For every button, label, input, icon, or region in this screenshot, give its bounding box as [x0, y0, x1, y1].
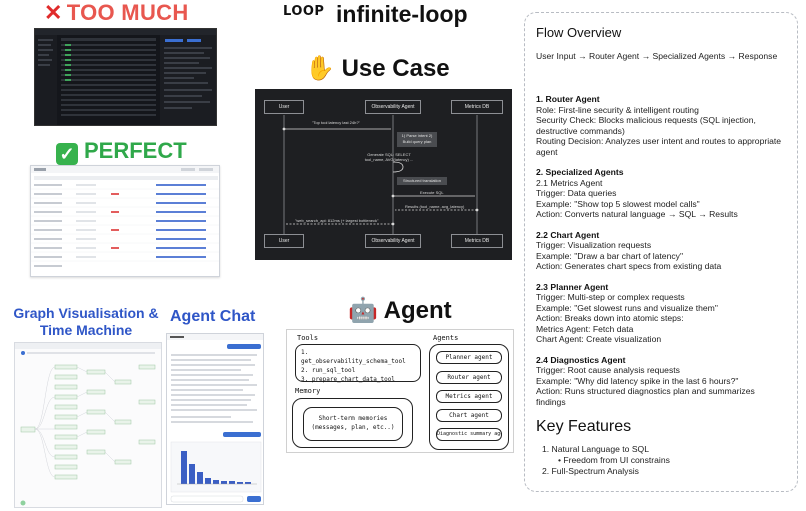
section-router-agent: 1. Router Agent Role: First-line securit…: [536, 94, 782, 157]
section-specialized-agents: 2. Specialized Agents 2.1 Metrics Agent …: [536, 167, 738, 219]
too-much-heading: ✕TOO MUCH: [44, 0, 189, 25]
message-execute-sql: Execute SQL: [420, 190, 444, 195]
key-features-list: 1. Natural Language to SQL • Freedom fro…: [536, 444, 786, 477]
agent-planner: Planner agent: [436, 351, 502, 364]
robot-icon: 🤖: [348, 297, 378, 324]
sequence-diagram: User Observability Agent Metrics DB "Top…: [255, 89, 512, 260]
note-structured-translation: Structured translation: [397, 177, 447, 185]
perfect-heading: ✓PERFECT: [56, 138, 187, 165]
agent-chart: Chart agent: [436, 409, 502, 422]
use-case-heading: ✋ Use Case: [305, 55, 450, 82]
graph-thumbnail: [15, 343, 161, 506]
graph-heading: Graph Visualisation & Time Machine: [13, 305, 159, 338]
flow-overview-title: Flow Overview: [536, 25, 622, 40]
tool-item: 2. run_sql_tool: [301, 367, 356, 374]
key-feature-item: 1. Natural Language to SQL: [542, 444, 650, 454]
agent-chat-screenshot: [166, 333, 264, 505]
key-features-title: Key Features: [536, 418, 632, 435]
memory-label: Memory: [295, 387, 321, 395]
tools-box: 1. get_observability_schema_tool 2. run_…: [295, 344, 421, 383]
check-icon: ✓: [56, 143, 78, 165]
agents-box: Planner agent Router agent Metrics agent…: [429, 344, 509, 450]
agent-diagnostic-summary: Diagnostic summary agent: [436, 428, 502, 441]
key-feature-subitem: • Freedom from UI constrains: [558, 455, 670, 465]
flow-summary: User Input → Router Agent → Specialized …: [536, 51, 778, 61]
tool-item: 1. get_observability_schema_tool: [301, 349, 406, 365]
tool-item: 3. prepare_chart_data_tool: [301, 376, 395, 383]
cross-icon: ✕: [44, 0, 63, 25]
agent-router: Router agent: [436, 371, 502, 384]
section-diagnostics-agent: 2.4 Diagnostics Agent Trigger: Root caus…: [536, 354, 755, 407]
agent-metrics: Metrics agent: [436, 390, 502, 403]
sequence-lines: [282, 115, 479, 234]
section-planner-agent: 2.3 Planner Agent Trigger: Multi-step or…: [536, 281, 718, 345]
actor-observability-bottom: Observability Agent: [365, 234, 421, 248]
message-user-query: "Top tool latency last 24h?": [312, 120, 360, 125]
chat-thumbnail: [167, 334, 263, 503]
message-generate-sql: Generate SQL: SELECT tool_name, AVG(late…: [364, 152, 414, 162]
tools-label: Tools: [297, 334, 319, 342]
agent-architecture-sketch: Tools 1. get_observability_schema_tool 2…: [286, 329, 514, 453]
actor-metricsdb-top: Metrics DB: [451, 100, 503, 114]
actor-observability-top: Observability Agent: [365, 100, 421, 114]
agent-chat-heading: Agent Chat: [170, 308, 256, 325]
actor-metricsdb-bottom: Metrics DB: [451, 234, 503, 248]
dark-ui-thumbnail: [35, 29, 216, 125]
message-final-answer: "web_search_api: 812ms (+ largest bottle…: [295, 218, 379, 223]
message-results: Results (tool_name, avg_latency): [405, 204, 465, 209]
brand-name: infinite-loop: [336, 1, 468, 27]
loop-logo: LOOP: [283, 4, 325, 19]
agent-heading: 🤖 Agent: [348, 297, 452, 324]
hand-icon: ✋: [305, 55, 335, 82]
key-feature-item: 2. Full-Spectrum Analysis: [542, 466, 639, 476]
actor-user-top: User: [264, 100, 304, 114]
agents-label: Agents: [433, 334, 459, 342]
memory-box: Short-term memories (messages, plan, etc…: [292, 398, 413, 448]
section-chart-agent: 2.2 Chart Agent Trigger: Visualization r…: [536, 229, 722, 272]
perfect-screenshot: [30, 165, 220, 277]
memory-text: Short-term memories (messages, plan, etc…: [303, 407, 403, 441]
note-parse-intent: 1) Parse intent 2) Build query plan: [397, 132, 437, 147]
graph-visualisation-screenshot: [14, 342, 162, 508]
light-ui-thumbnail: [31, 166, 219, 267]
flow-overview-panel: Flow Overview User Input → Router Agent …: [524, 12, 798, 492]
too-much-screenshot: [34, 28, 217, 126]
actor-user-bottom: User: [264, 234, 304, 248]
